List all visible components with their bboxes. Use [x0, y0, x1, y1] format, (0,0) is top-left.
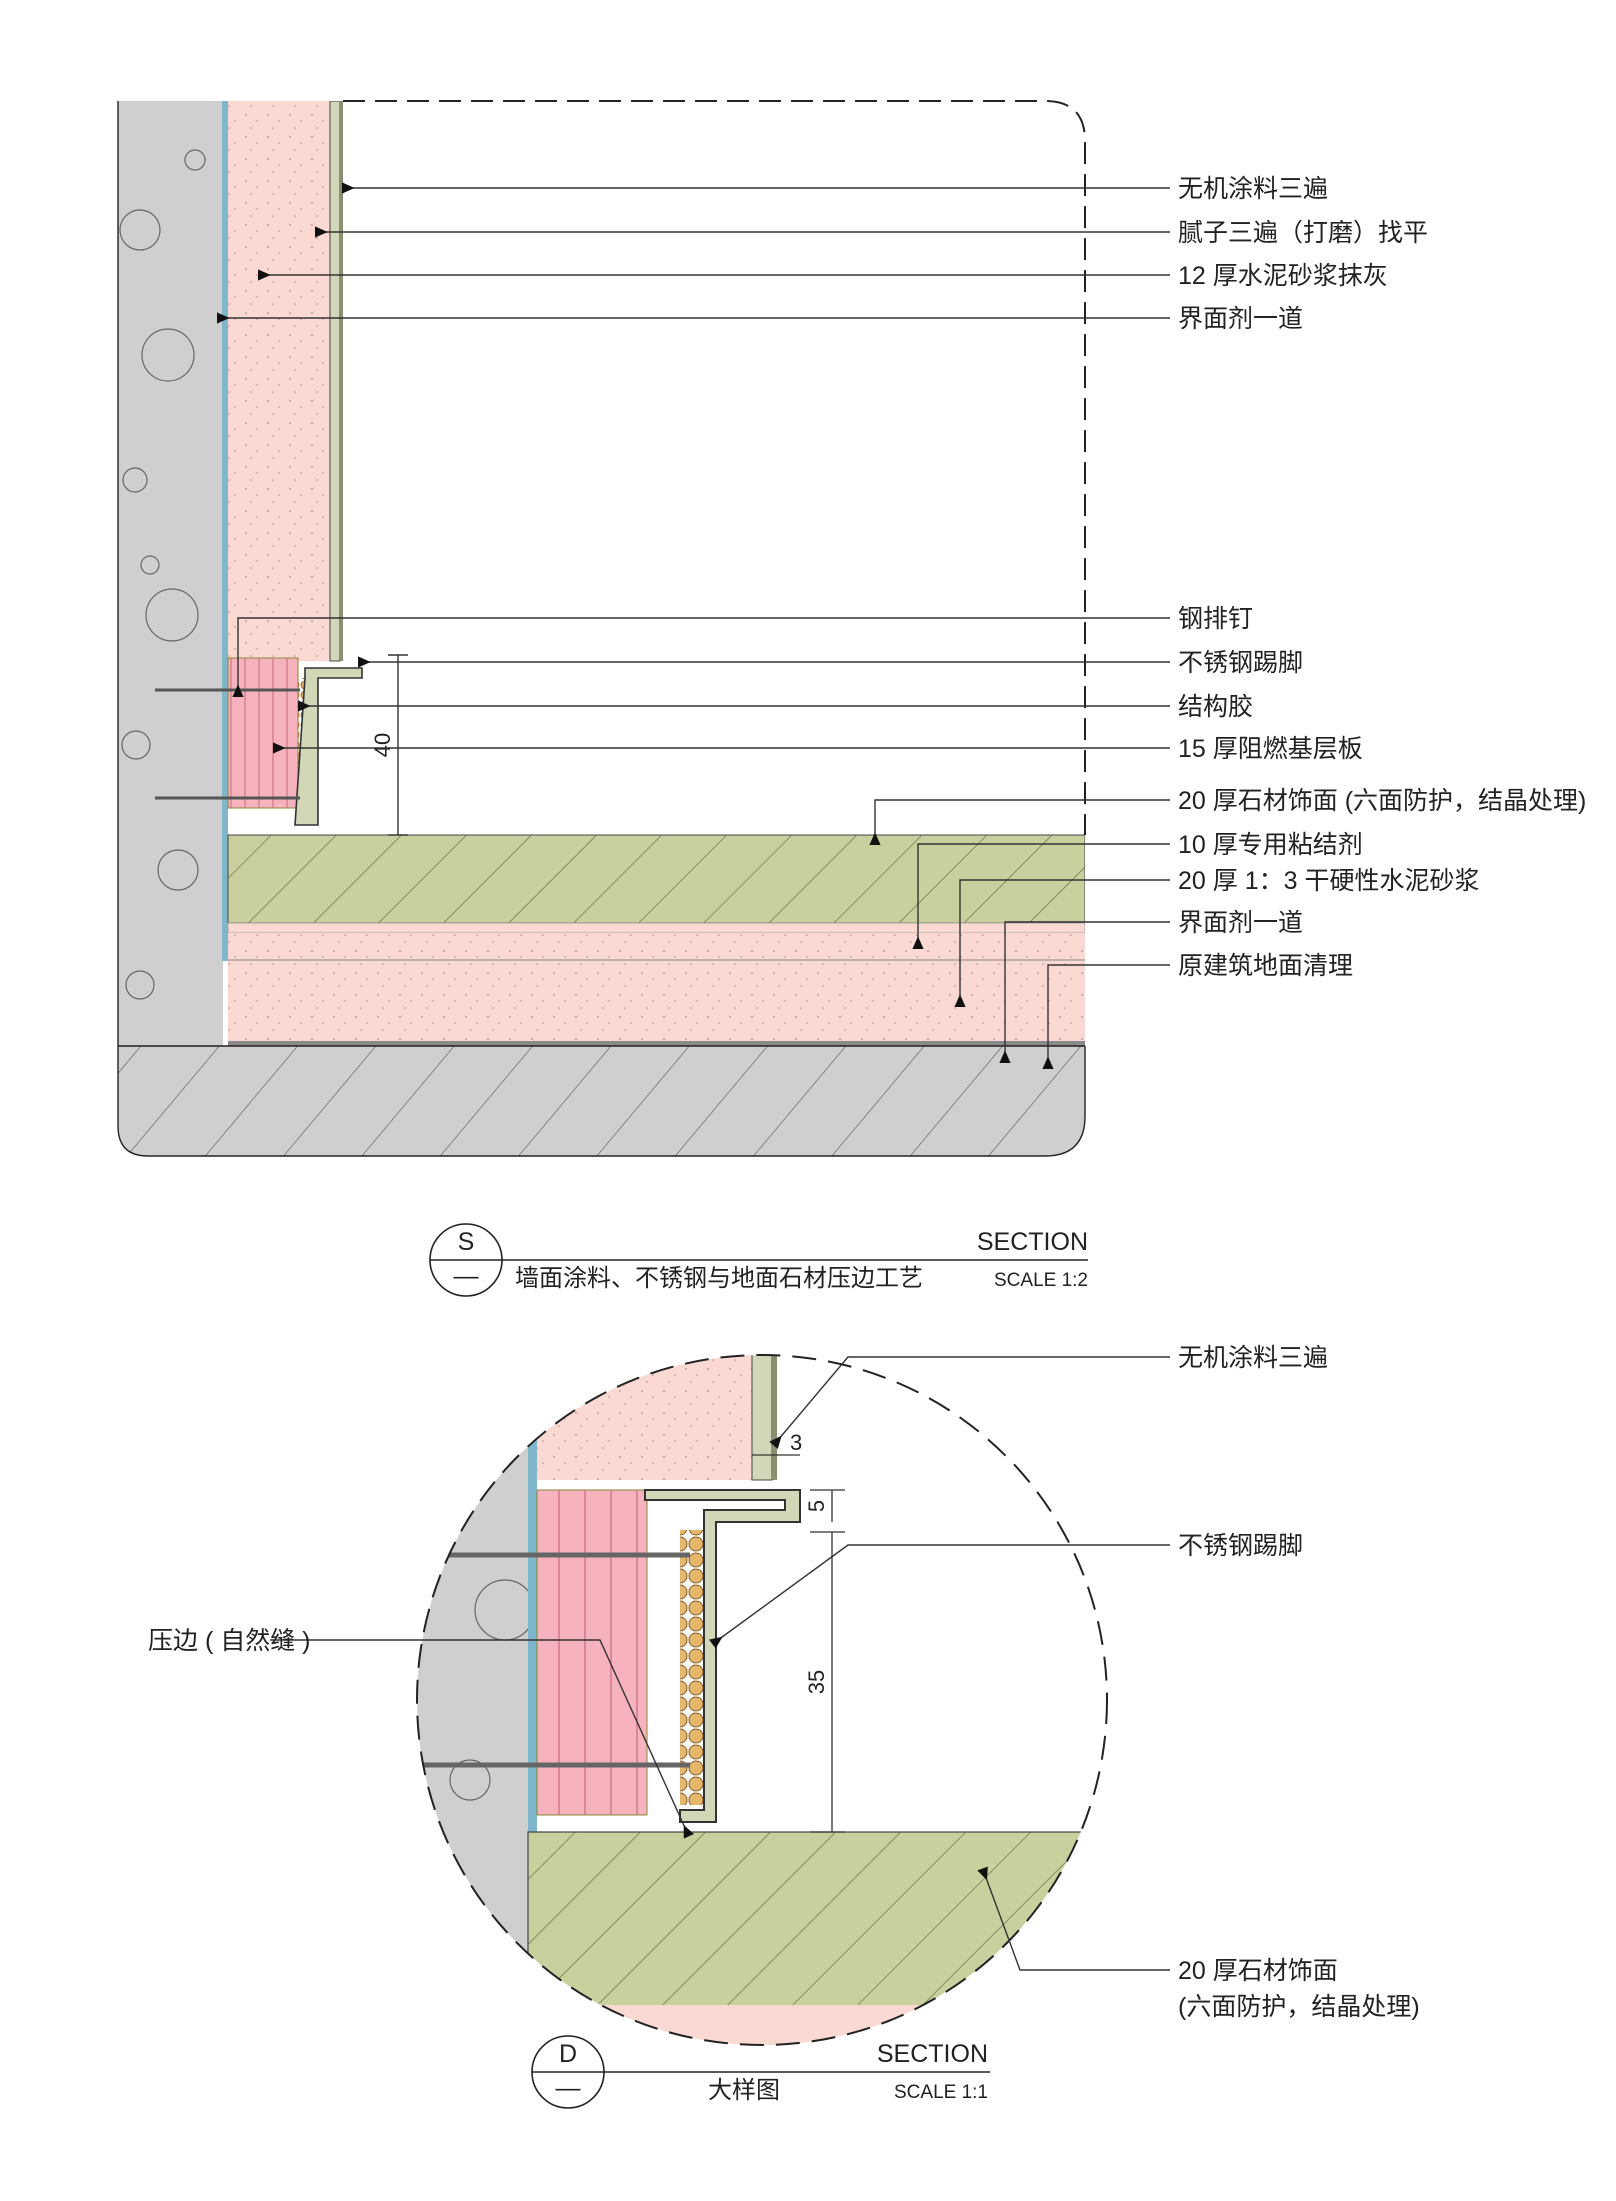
label-floor-cleanup: 原建筑地面清理: [1178, 952, 1353, 980]
dim-gap: 3: [790, 1430, 802, 1455]
title-dash: —: [454, 1262, 479, 1290]
detail-title-heading: SECTION: [877, 2040, 988, 2068]
label-putty: 腻子三遍（打磨）找平: [1178, 219, 1428, 247]
detail-putty: [751, 1355, 773, 1481]
label-stainless-skirting: 不锈钢踢脚: [1178, 649, 1303, 677]
detail-title-scale: SCALE 1:1: [894, 2082, 988, 2103]
detail-label-skirting: 不锈钢踢脚: [1178, 1532, 1303, 1560]
title-caption: 墙面涂料、不锈钢与地面石材压边工艺: [515, 1265, 923, 1292]
label-adhesive: 10 厚专用粘结剂: [1178, 831, 1363, 859]
detail-labels: 无机涂料三遍 不锈钢踢脚 压边 ( 自然缝 ) 20 厚石材饰面 (六面防护，结…: [148, 1344, 1420, 2021]
detail-dimensions: 3 5 35: [752, 1430, 845, 1833]
label-plaster: 12 厚水泥砂浆抹灰: [1178, 262, 1388, 290]
section-leaders: [217, 182, 1170, 1069]
detail-label-press-edge: 压边 ( 自然缝 ): [148, 1627, 311, 1655]
detail-label-stone-1: 20 厚石材饰面: [1178, 1957, 1338, 1985]
detail-title-caption: 大样图: [708, 2077, 780, 2104]
dim-lip: 5: [804, 1500, 829, 1512]
putty-layer: [329, 101, 341, 662]
detail-d: 3 5 35 无机涂料三遍 不锈钢踢脚 压边 ( 自然缝 ) 20 厚石材饰面 …: [148, 1344, 1420, 2109]
label-mortar: 20 厚 1：3 干硬性水泥砂浆: [1178, 867, 1479, 895]
interface-agent-floor: [228, 1041, 1085, 1046]
detail-label-coating: 无机涂料三遍: [1178, 1344, 1328, 1372]
detail-concrete-wall: [417, 1355, 528, 2045]
detail-title-symbol: D: [559, 2040, 577, 2068]
title-scale: SCALE 1:2: [994, 1270, 1088, 1291]
title-symbol: S: [458, 1228, 475, 1256]
detail-label-stone-2: (六面防护，结晶处理): [1178, 1993, 1420, 2021]
coating-layer: [340, 101, 343, 661]
label-interface-floor: 界面剂一道: [1178, 909, 1303, 937]
detail-stainless-skirting: [644, 1489, 801, 1823]
detail-title-dash: —: [556, 2074, 581, 2102]
label-structural-glue: 结构胶: [1178, 693, 1253, 721]
concrete-wall: [118, 101, 223, 1046]
adhesive-layer: [227, 922, 1085, 934]
detail-leaders: [270, 1356, 1170, 1971]
label-interface-wall: 界面剂一道: [1178, 305, 1303, 333]
label-coating: 无机涂料三遍: [1178, 175, 1328, 203]
interface-agent-wall: [222, 101, 228, 961]
label-steel-nail: 钢排钉: [1178, 605, 1253, 633]
dim-height: 35: [804, 1670, 829, 1694]
stainless-skirting: [294, 667, 363, 826]
label-fire-board: 15 厚阻燃基层板: [1178, 735, 1363, 763]
section-s: 40 无机涂料三遍 腻子三遍（打磨）找平 12 厚水泥砂浆抹灰 界面剂一道 钢排…: [117, 100, 1586, 1297]
dimension-label: 40: [370, 733, 395, 757]
section-title-block: S — 墙面涂料、不锈钢与地面石材压边工艺 SECTION SCALE 1:2: [429, 1223, 1088, 1297]
section-frame: [343, 100, 1086, 835]
section-labels: 无机涂料三遍 腻子三遍（打磨）找平 12 厚水泥砂浆抹灰 界面剂一道 钢排钉 不…: [1178, 175, 1586, 980]
detail-interface-agent: [528, 1355, 537, 1840]
detail-circle-frame: [416, 1354, 1108, 2046]
dimension-40: 40: [370, 654, 408, 836]
title-heading: SECTION: [977, 1228, 1088, 1256]
detail-title-block: D — 大样图 SECTION SCALE 1:1: [531, 2035, 990, 2109]
label-stone-finish: 20 厚石材饰面 (六面防护，结晶处理): [1178, 787, 1586, 815]
